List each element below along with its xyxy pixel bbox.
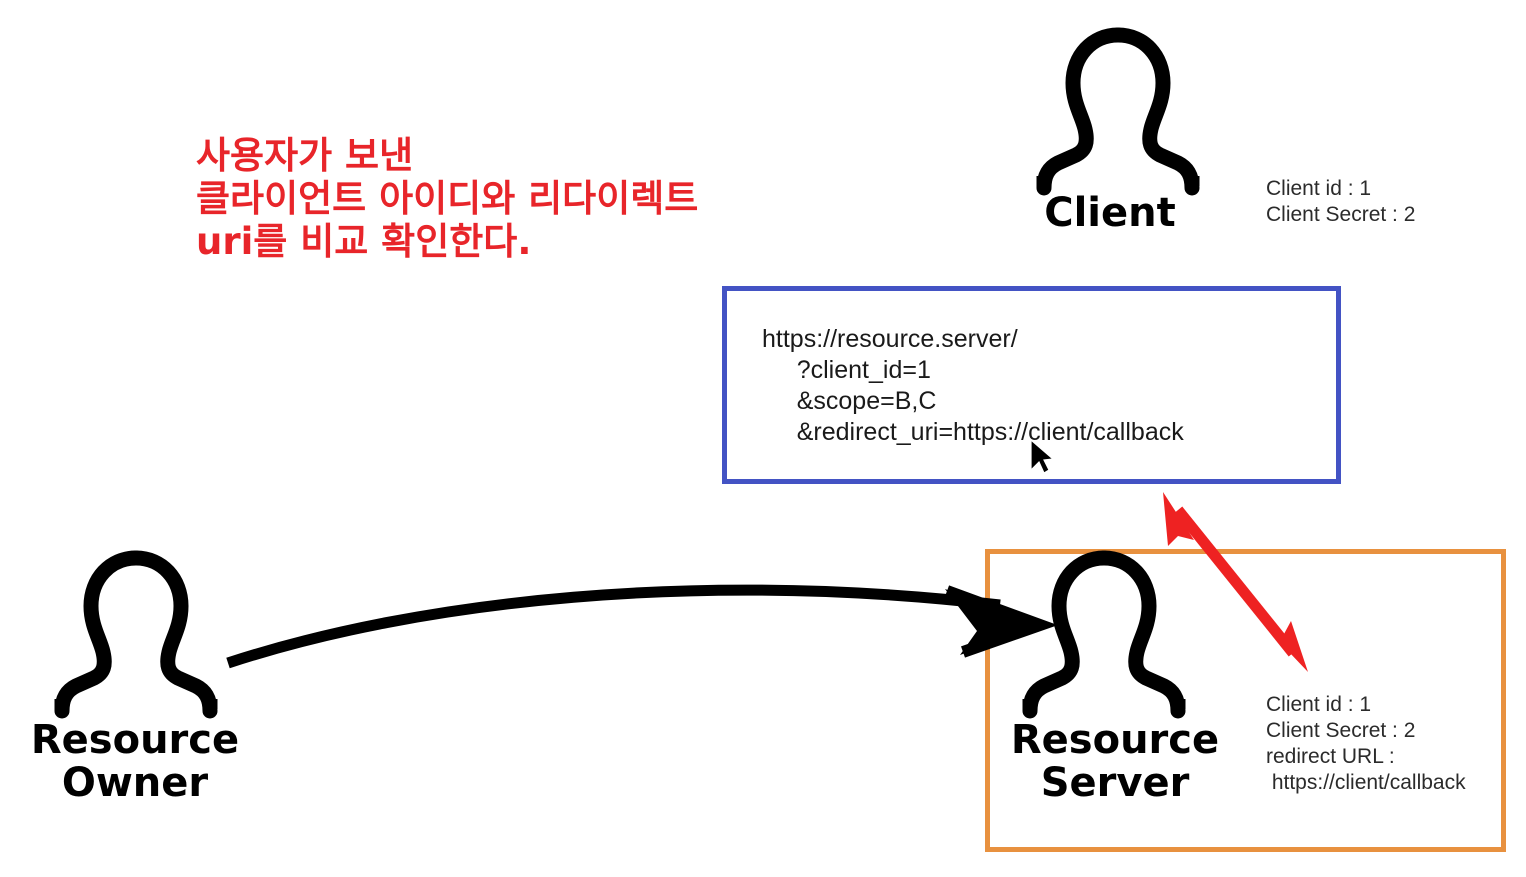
- resource-owner-label-line-1: Resource: [30, 717, 240, 763]
- korean-annotation: 사용자가 보낸 클라이언트 아이디와 리다이렉트 uri를 비교 확인한다.: [196, 134, 736, 263]
- resource-owner-label-line-2: Owner: [61, 760, 209, 807]
- resource-server-label-line-1: Resource: [1010, 717, 1220, 763]
- resource-owner-person-icon: [54, 550, 218, 719]
- resource-server-label: Resource Server: [1000, 717, 1230, 807]
- korean-annotation-line-3: uri를 비교 확인한다.: [196, 220, 532, 263]
- black-curved-arrow: [226, 584, 1058, 669]
- client-person-icon: [1036, 27, 1200, 196]
- client-credentials-text: Client id : 1 Client Secret : 2: [1266, 177, 1416, 226]
- request-url-box: [722, 286, 1341, 484]
- korean-annotation-line-2: 클라이언트 아이디와 리다이렉트: [196, 177, 699, 220]
- resource-server-credentials-text: Client id : 1 Client Secret : 2 redirect…: [1266, 693, 1466, 794]
- request-url-text: https://resource.server/ ?client_id=1 &s…: [762, 325, 1184, 446]
- korean-annotation-line-1: 사용자가 보낸: [196, 134, 414, 177]
- client-label: Client: [1044, 190, 1176, 236]
- resource-server-label-line-2: Server: [1040, 760, 1190, 807]
- resource-owner-label: Resource Owner: [0, 717, 270, 807]
